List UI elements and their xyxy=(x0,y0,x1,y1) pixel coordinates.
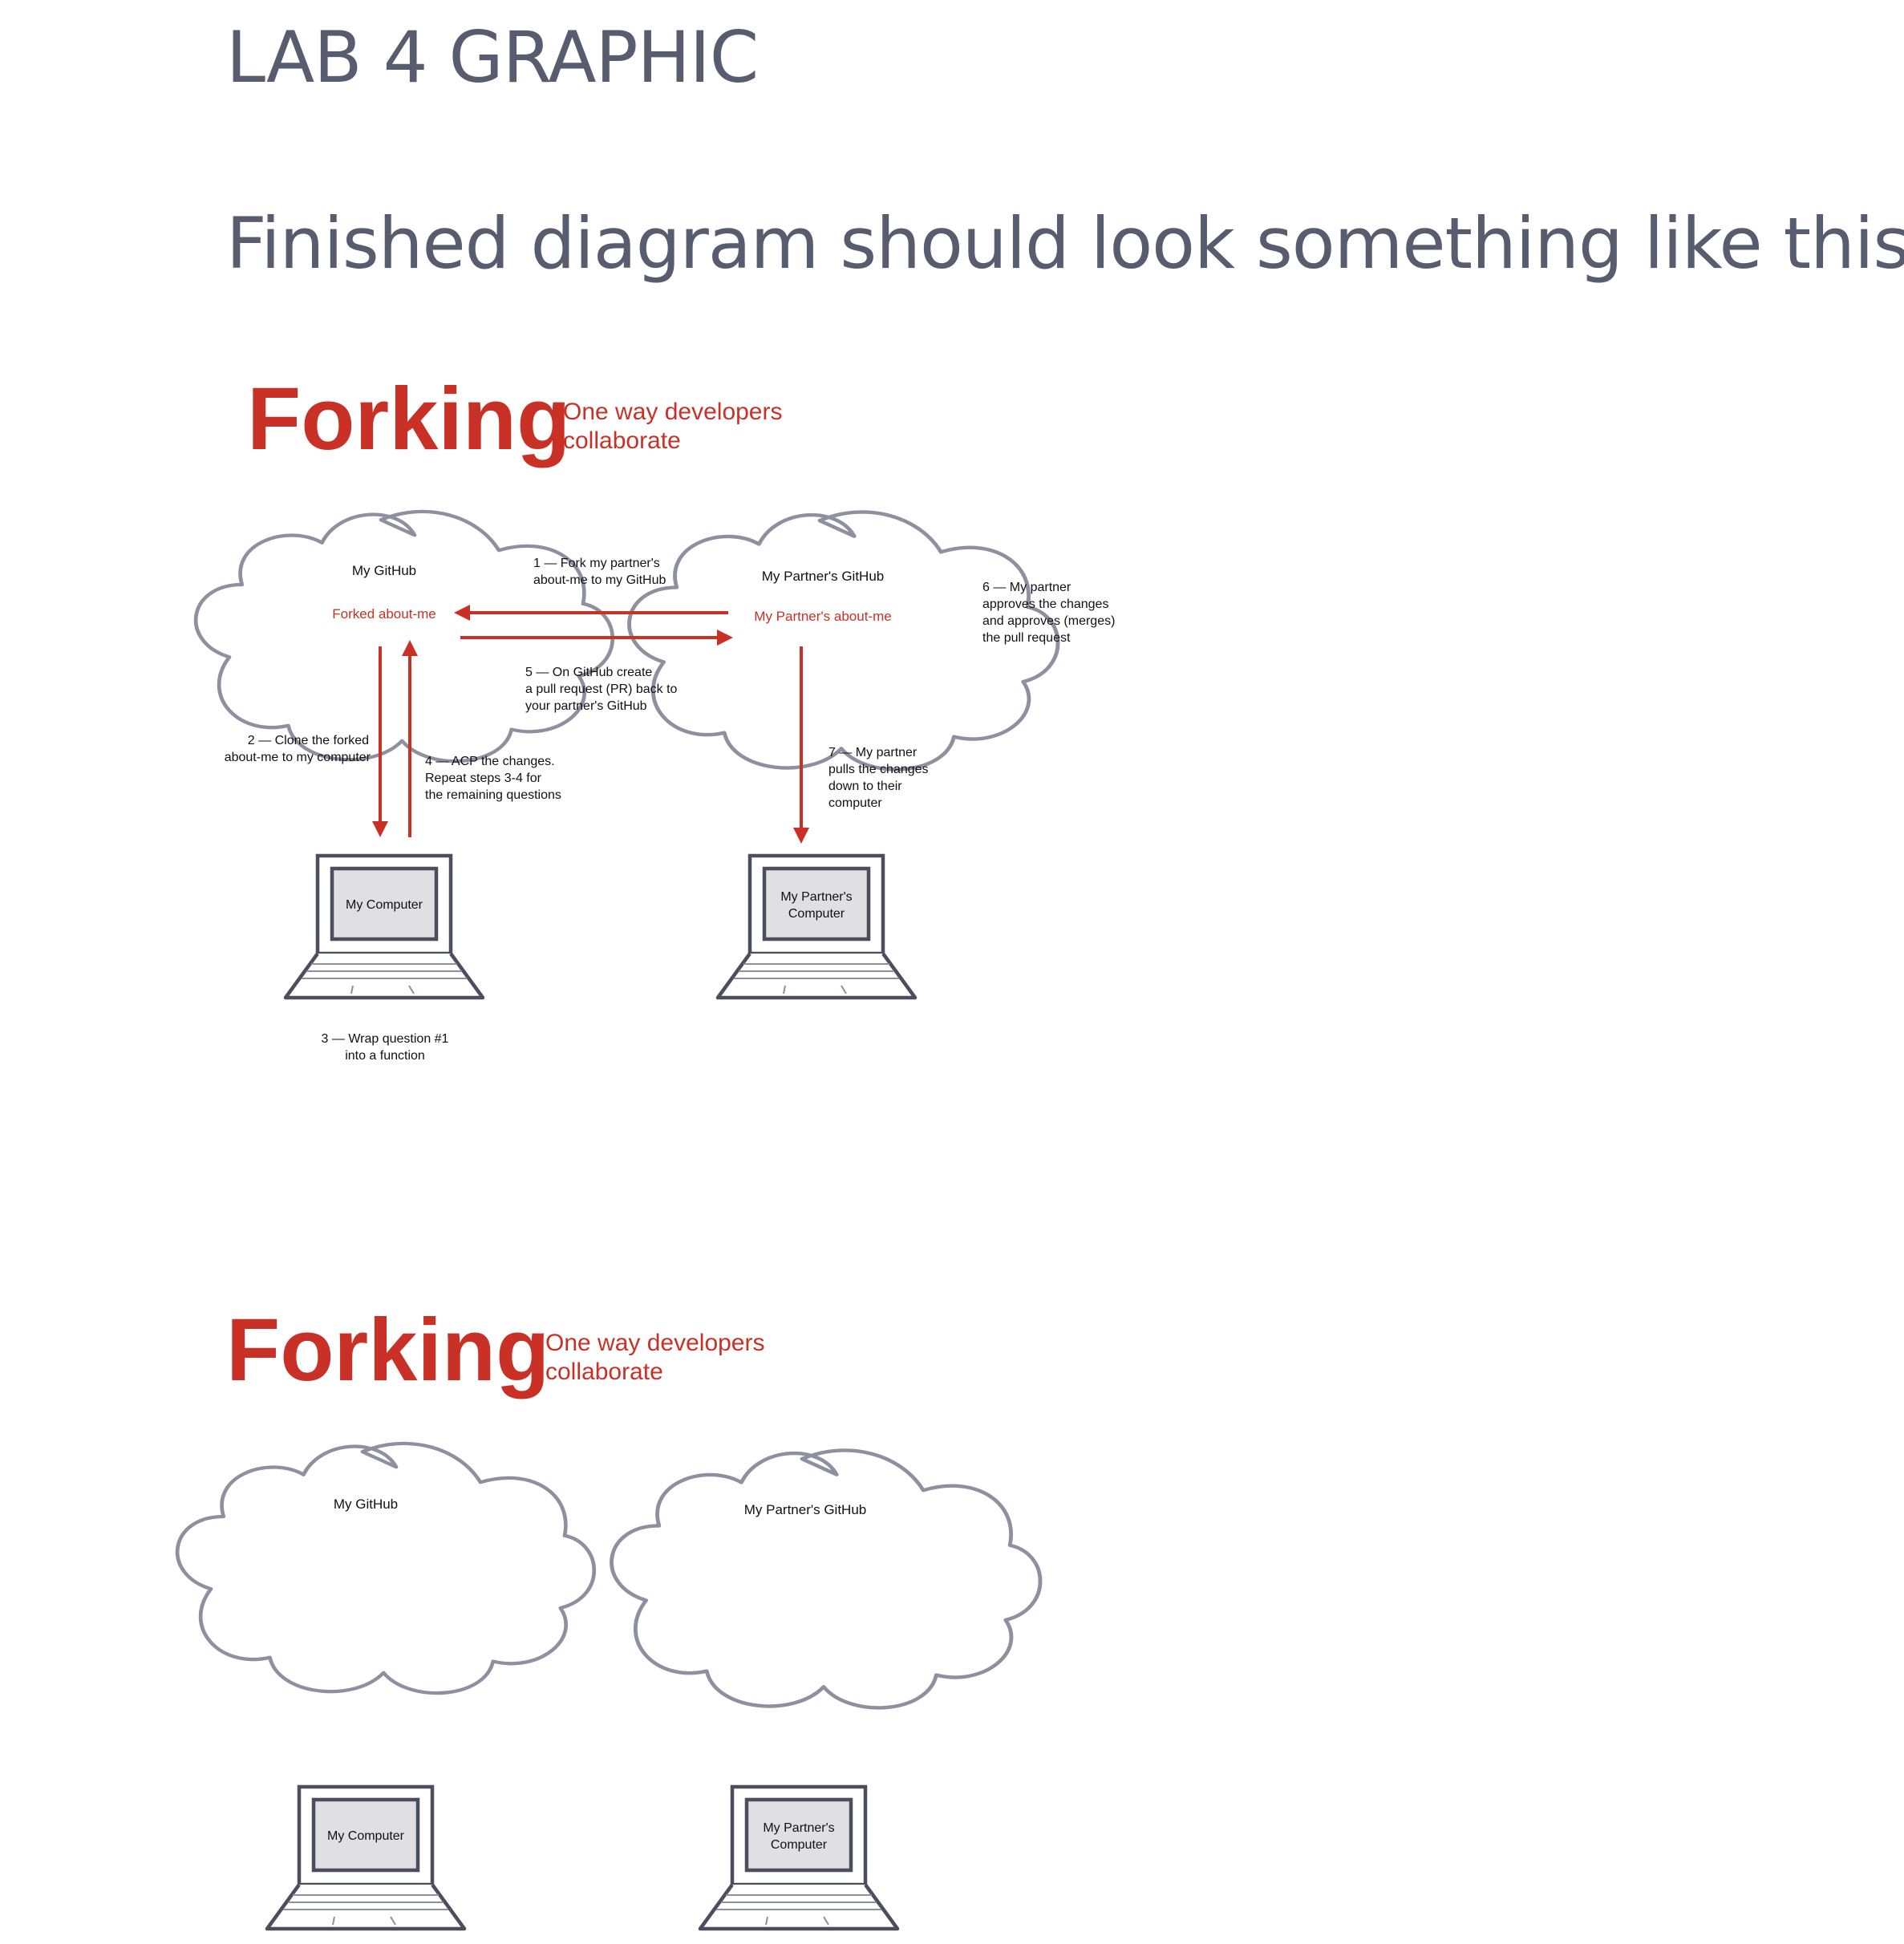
step-2-line2: about-me to my computer xyxy=(225,751,371,764)
partner-github-cloud-blank: My Partner's GitHub xyxy=(612,1450,1040,1707)
step-4-line2: Repeat steps 3-4 for xyxy=(425,772,542,785)
my-github-label-blank: My GitHub xyxy=(334,1496,398,1512)
step-labels: 1 — Fork my partner's about-me to my Git… xyxy=(225,557,1116,1063)
step-5-line3: your partner's GitHub xyxy=(525,699,647,713)
page-subtitle: Finished diagram should look something l… xyxy=(226,202,1904,285)
step-4-line1: 4 — ACP the changes. xyxy=(425,755,555,768)
step-6-line2: approves the changes xyxy=(982,597,1108,611)
step-2-line1: 2 — Clone the forked xyxy=(248,734,369,747)
step-5-line1: 5 — On GitHub create xyxy=(525,666,652,679)
step-1-line1: 1 — Fork my partner's xyxy=(533,557,660,570)
partner-computer-label-blank-line2: Computer xyxy=(771,1838,828,1852)
my-computer-laptop: My Computer xyxy=(283,853,485,1000)
my-computer-laptop-blank: My Computer xyxy=(265,1784,467,1931)
partner-computer-label-line1: My Partner's xyxy=(780,890,852,904)
step-7-line3: down to their xyxy=(828,780,902,793)
partner-computer-laptop: My Partner's Computer xyxy=(715,853,918,1000)
step-4-line3: the remaining questions xyxy=(425,788,561,802)
my-github-cloud: My GitHub Forked about-me xyxy=(196,512,613,761)
partner-github-cloud: My Partner's GitHub My Partner's about-m… xyxy=(630,512,1058,769)
forking-heading: Forking xyxy=(247,370,570,468)
forking-heading-blank: Forking xyxy=(226,1301,549,1399)
partner-computer-label-line2: Computer xyxy=(788,907,845,921)
step-6-line3: and approves (merges) xyxy=(982,614,1115,628)
partner-github-label: My Partner's GitHub xyxy=(762,569,885,584)
page-title: LAB 4 GRAPHIC xyxy=(226,16,759,99)
partner-github-label-blank: My Partner's GitHub xyxy=(744,1502,867,1517)
partner-computer-laptop-blank: My Partner's Computer xyxy=(698,1784,900,1931)
step-6-line1: 6 — My partner xyxy=(982,581,1072,594)
step-3-line1: 3 — Wrap question #1 xyxy=(322,1032,449,1046)
step-6-line4: the pull request xyxy=(982,631,1071,645)
step-7-line4: computer xyxy=(828,796,882,810)
my-computer-label: My Computer xyxy=(346,898,423,912)
step-3-line2: into a function xyxy=(345,1049,425,1063)
step-5-line2: a pull request (PR) back to xyxy=(525,682,678,696)
my-github-cloud-blank: My GitHub xyxy=(177,1444,594,1693)
partner-computer-label-blank-line1: My Partner's xyxy=(763,1821,834,1835)
forking-tagline-line1: One way developers xyxy=(563,399,783,425)
step-7-line1: 7 — My partner xyxy=(828,746,918,759)
step-7-line2: pulls the changes xyxy=(828,763,929,776)
my-computer-label-blank: My Computer xyxy=(327,1829,405,1843)
forking-tagline-blank-line2: collaborate xyxy=(545,1359,663,1385)
forking-tagline-line2: collaborate xyxy=(563,427,681,454)
blank-diagram: Forking One way developers collaborate M… xyxy=(177,1301,1040,1931)
step-1-line2: about-me to my GitHub xyxy=(533,573,666,587)
forked-about-me-label: Forked about-me xyxy=(332,606,435,622)
forking-tagline-blank-line1: One way developers xyxy=(545,1330,765,1356)
my-github-label: My GitHub xyxy=(352,563,416,578)
flow-arrows xyxy=(372,605,809,844)
complete-diagram: Forking One way developers collaborate M… xyxy=(196,370,1115,1063)
partner-about-me-label: My Partner's about-me xyxy=(754,609,891,624)
